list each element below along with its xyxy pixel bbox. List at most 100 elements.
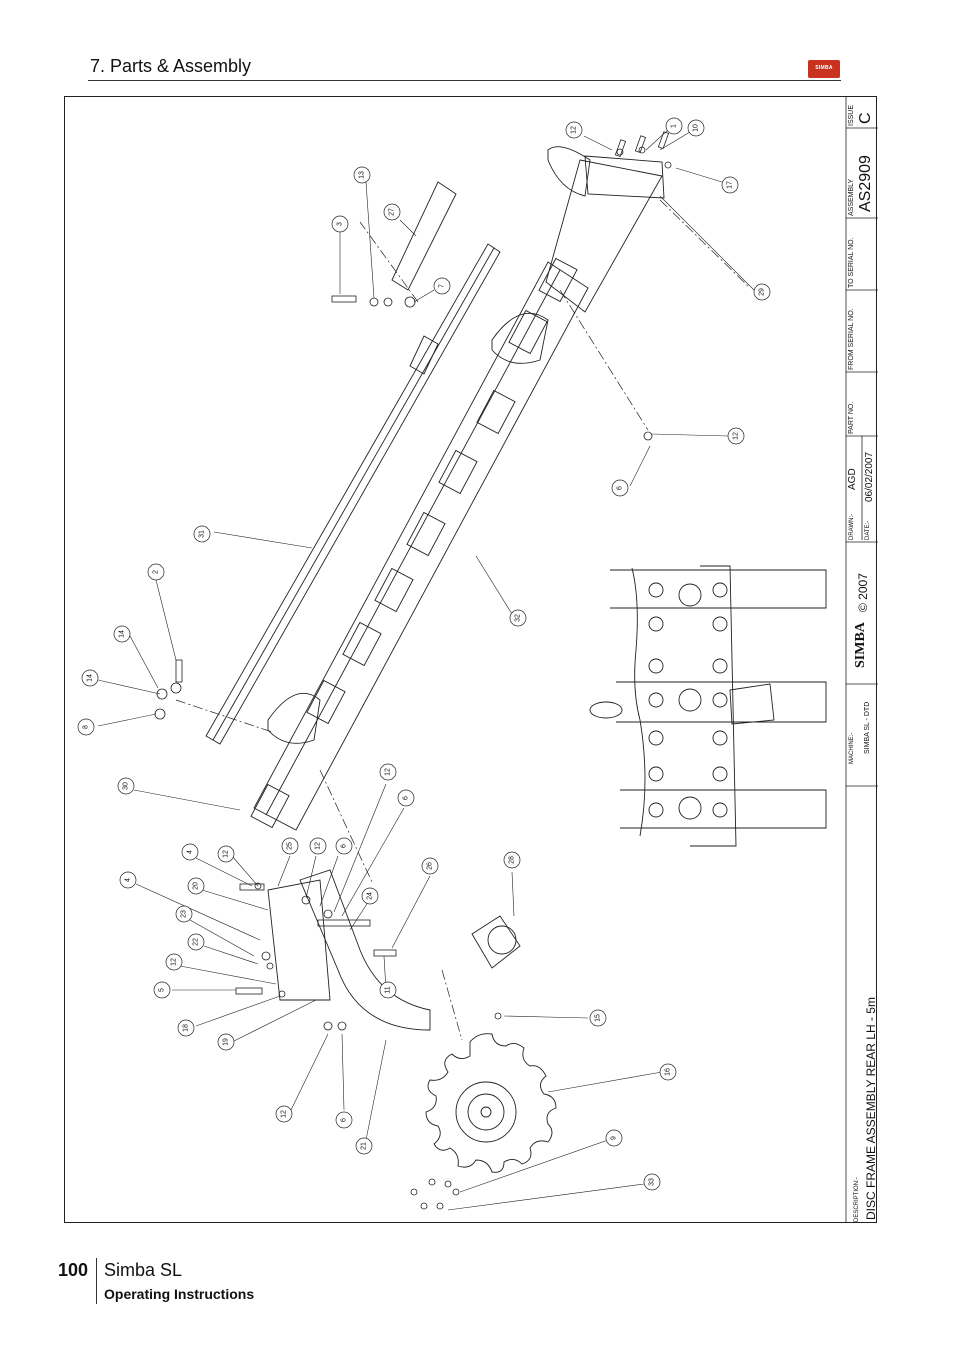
callout-balloon (77, 718, 95, 736)
callout-balloon (117, 777, 135, 795)
simba-logo: SIMBA (808, 60, 840, 78)
pivot-housing-lower (267, 692, 321, 744)
assembly-number: AS2909 (857, 155, 874, 212)
callout-10: 10 (687, 119, 705, 137)
callout-31: 31 (193, 525, 211, 543)
drawn-label: DRAWN:- (849, 513, 855, 540)
title-block (845, 96, 878, 1222)
simba-brand: SIMBA (853, 622, 868, 668)
callout-14: 14 (113, 625, 131, 643)
callout-balloon (217, 845, 235, 863)
callout-number: 13 (359, 171, 366, 179)
beam-extension (545, 159, 663, 313)
callout-12: 12 (309, 837, 327, 855)
callout-balloon (379, 763, 397, 781)
callout-number: 14 (119, 630, 126, 638)
fasteners (154, 131, 672, 1210)
callout-balloon (379, 981, 397, 999)
callout-number: 14 (87, 674, 94, 682)
disc-blade (425, 1033, 557, 1173)
callout-number: 17 (727, 181, 734, 189)
callout-balloon (665, 117, 683, 135)
callout-balloon (503, 851, 521, 869)
callout-balloon (727, 427, 745, 445)
callout-number: 7 (439, 284, 446, 288)
mounting-plate (584, 155, 665, 199)
callout-number: 6 (341, 844, 348, 848)
callout-balloon (181, 843, 199, 861)
callout-number: 22 (193, 938, 200, 946)
callout-30: 30 (117, 777, 135, 795)
callout-11: 11 (379, 981, 397, 999)
machine-label: MACHINE:- (849, 732, 855, 764)
callout-balloon (187, 933, 205, 951)
callout-number: 6 (617, 486, 624, 490)
callout-number: 29 (759, 288, 766, 296)
callout-number: 12 (315, 842, 322, 850)
callout-balloon (217, 1033, 235, 1051)
disc-arm (299, 869, 431, 1031)
drawn-by: AGD (847, 468, 858, 490)
callout-6: 6 (397, 789, 415, 807)
callout-number: 23 (181, 910, 188, 918)
callout-26: 26 (421, 857, 439, 875)
callout-number: 24 (367, 892, 374, 900)
callout-number: 12 (733, 432, 740, 440)
callout-balloon (113, 625, 131, 643)
date-text: 06/02/2007 (864, 451, 875, 502)
callout-number: 3 (337, 222, 344, 226)
callout-15: 15 (589, 1009, 607, 1027)
callout-balloon (177, 1019, 195, 1037)
callout-19: 19 (217, 1033, 235, 1051)
callout-balloon (187, 877, 205, 895)
callout-number: 33 (649, 1178, 656, 1186)
callout-balloon (721, 176, 739, 194)
product-name: Simba SL (104, 1260, 183, 1280)
callout-6: 6 (335, 1111, 353, 1129)
callout-balloon (659, 1063, 677, 1081)
callout-33: 33 (643, 1173, 661, 1191)
description-label: DESCRIPTION:- (854, 1177, 860, 1222)
callout-number: 11 (385, 986, 392, 993)
callout-balloon (165, 953, 183, 971)
callout-balloon (281, 837, 299, 855)
manual-subtitle: Operating Instructions (104, 1286, 255, 1302)
callout-7: 7 (433, 277, 451, 295)
callout-18: 18 (177, 1019, 195, 1037)
callout-9: 9 (605, 1129, 623, 1147)
callout-number: 4 (125, 878, 132, 882)
main-beam (253, 261, 589, 831)
callout-balloon (643, 1173, 661, 1191)
callout-number: 16 (665, 1068, 672, 1076)
callout-17: 17 (721, 176, 739, 194)
callout-number: 25 (287, 842, 294, 850)
callout-number: 12 (171, 958, 178, 966)
callout-24: 24 (361, 887, 379, 905)
callout-balloon (193, 525, 211, 543)
to-serial-label: TO SERIAL NO. (848, 237, 855, 288)
callout-32: 32 (509, 609, 527, 627)
callout-number: 12 (223, 850, 230, 858)
callout-4: 4 (119, 871, 137, 889)
callout-balloon (335, 837, 353, 855)
callout-balloon (355, 1137, 373, 1155)
callout-12: 12 (165, 953, 183, 971)
callout-8: 8 (77, 718, 95, 736)
callout-12: 12 (565, 121, 583, 139)
callout-20: 20 (187, 877, 205, 895)
callout-4: 4 (181, 843, 199, 861)
section-title: 7. Parts & Assembly (90, 56, 252, 76)
issue-letter: C (857, 112, 874, 124)
callout-14: 14 (81, 669, 99, 687)
callout-number: 9 (611, 1136, 618, 1140)
callout-22: 22 (187, 933, 205, 951)
callout-number: 27 (389, 208, 396, 216)
callout-1: 1 (665, 117, 683, 135)
callout-number: 32 (515, 614, 522, 622)
callout-number: 4 (187, 850, 194, 854)
callout-6: 6 (611, 479, 629, 497)
callout-number: 19 (223, 1038, 230, 1046)
long-bar (205, 243, 501, 745)
